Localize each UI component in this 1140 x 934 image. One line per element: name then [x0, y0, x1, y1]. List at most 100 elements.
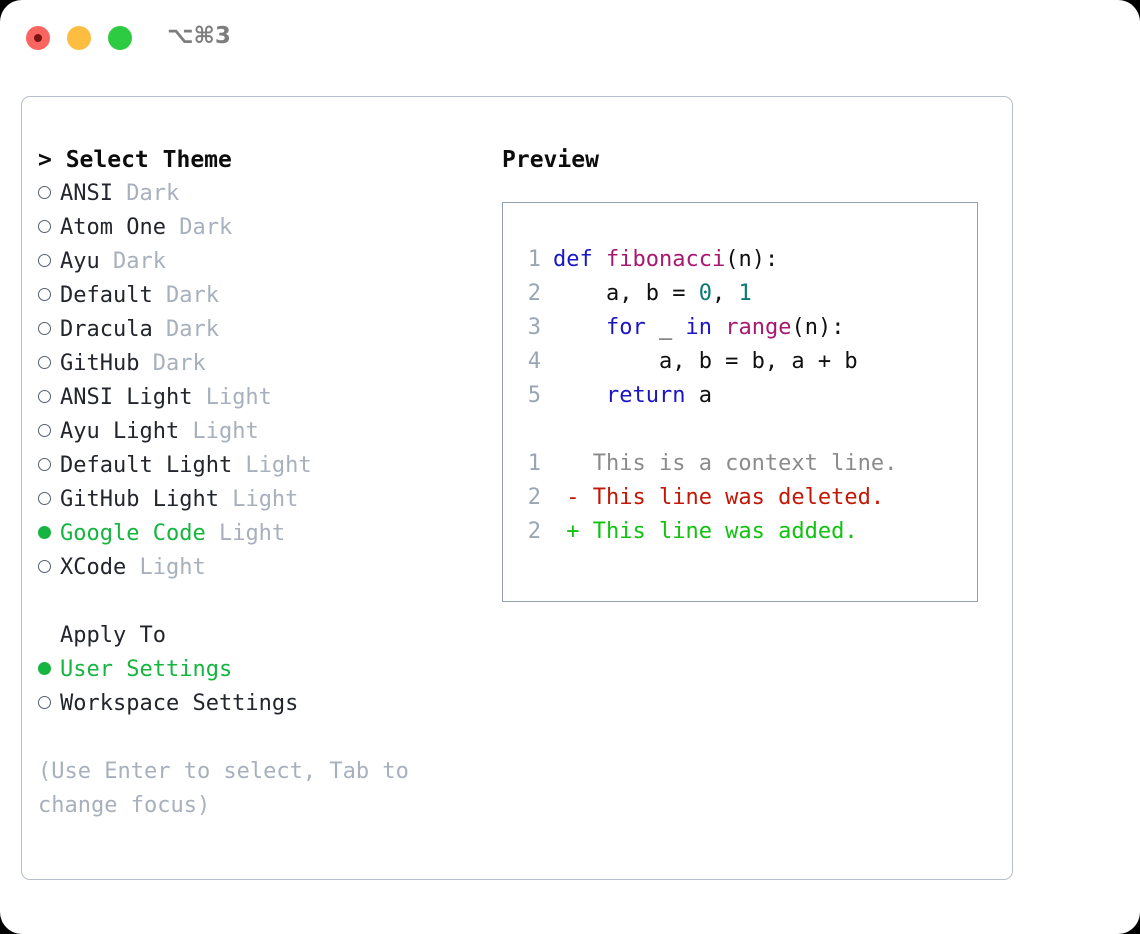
radio-dot: [38, 220, 51, 233]
window-controls: [26, 26, 132, 50]
radio-dot: [38, 186, 51, 199]
theme-variant-tag: Dark: [165, 215, 233, 240]
pane-title: > Select Theme: [38, 147, 232, 173]
radio-unselected-icon: [38, 313, 60, 347]
code-token-num: 1: [738, 281, 752, 306]
radio-unselected-icon: [38, 415, 60, 449]
radio-dot: [38, 458, 51, 471]
theme-option-6[interactable]: ANSI Light Light: [38, 381, 478, 415]
code-token-pl: a, b =: [553, 281, 699, 306]
apply-to-option-0[interactable]: User Settings: [38, 653, 478, 687]
diff-sample: 1 This is a context line.2 - This line w…: [503, 447, 977, 549]
maximize-button[interactable]: [108, 26, 132, 50]
close-button[interactable]: [26, 26, 50, 50]
code-line: 2 a, b = 0, 1: [503, 277, 977, 311]
keyboard-shortcut-label: ⌥⌘3: [167, 23, 231, 49]
code-line: 5 return a: [503, 379, 977, 413]
apply-to-option-label: User Settings: [60, 657, 233, 682]
radio-unselected-icon: [38, 211, 60, 245]
radio-unselected-icon: [38, 687, 60, 721]
diff-text: + This line was added.: [553, 519, 858, 544]
code-line: 1 def fibonacci(n):: [503, 243, 977, 277]
diff-line-add: 2 + This line was added.: [503, 515, 977, 549]
theme-option-1[interactable]: Atom One Dark: [38, 211, 478, 245]
code-text: def fibonacci(n):: [553, 243, 778, 277]
theme-option-label: ANSI: [60, 181, 113, 206]
help-hint-text: (Use Enter to select, Tab to change focu…: [38, 759, 423, 818]
radio-unselected-icon: [38, 347, 60, 381]
theme-option-label: Ayu Light: [60, 419, 180, 444]
code-token-fn: fibonacci: [605, 247, 726, 272]
apply-to-label: Apply To: [60, 623, 166, 648]
code-text: a, b = 0, 1: [553, 277, 752, 311]
code-token-pl: ,: [711, 281, 739, 306]
section-spacer: [38, 585, 478, 619]
radio-dot: [38, 526, 51, 539]
theme-option-9[interactable]: GitHub Light Light: [38, 483, 478, 517]
code-token-num: 0: [698, 281, 712, 306]
theme-variant-tag: Light: [232, 453, 312, 478]
radio-dot: [38, 492, 51, 505]
theme-option-label: Dracula: [60, 317, 153, 342]
theme-variant-tag: Dark: [152, 317, 219, 342]
theme-variant-tag: Light: [126, 555, 206, 580]
preview-title: Preview: [502, 147, 599, 173]
theme-option-4[interactable]: Dracula Dark: [38, 313, 478, 347]
theme-option-label: GitHub Light: [60, 487, 219, 512]
radio-unselected-icon: [38, 177, 60, 211]
code-token-kw: for: [553, 315, 659, 340]
radio-dot: [38, 254, 51, 267]
theme-option-10[interactable]: Google Code Light: [38, 517, 478, 551]
theme-variant-tag: Dark: [139, 351, 206, 376]
theme-option-2[interactable]: Ayu Dark: [38, 245, 478, 279]
theme-option-label: Ayu: [60, 249, 100, 274]
diff-text: - This line was deleted.: [553, 485, 885, 510]
theme-option-0[interactable]: ANSI Dark: [38, 177, 478, 211]
diff-line-ctx: 1 This is a context line.: [503, 447, 977, 481]
diff-line-del: 2 - This line was deleted.: [503, 481, 977, 515]
theme-option-label: Default Light: [60, 453, 233, 478]
line-number: 4: [527, 349, 541, 374]
radio-dot: [38, 356, 51, 369]
code-text: for _ in range(n):: [553, 311, 844, 345]
line-number: 1: [527, 247, 541, 272]
theme-option-3[interactable]: Default Dark: [38, 279, 478, 313]
line-number: 2: [527, 485, 541, 510]
line-number: 2: [527, 519, 541, 544]
theme-option-label: Google Code: [60, 521, 206, 546]
radio-dot: [38, 288, 51, 301]
theme-option-11[interactable]: XCode Light: [38, 551, 478, 585]
theme-variant-tag: Dark: [152, 283, 219, 308]
theme-variant-tag: Light: [205, 521, 286, 546]
apply-to-option-1[interactable]: Workspace Settings: [38, 687, 478, 721]
code-token-pl: (n):: [791, 315, 845, 340]
code-token-pl: a, b = b, a + b: [553, 349, 858, 374]
theme-option-label: ANSI Light: [60, 385, 193, 410]
theme-variant-tag: Light: [192, 385, 272, 410]
radio-unselected-icon: [38, 381, 60, 415]
apply-to-option-label: Workspace Settings: [60, 691, 299, 716]
radio-dot: [38, 322, 51, 335]
code-text: a, b = b, a + b: [553, 345, 858, 379]
title-bar: ⌥⌘3: [0, 0, 1140, 76]
radio-unselected-icon: [38, 483, 60, 517]
radio-dot: [38, 390, 51, 403]
code-token-kw: in: [685, 315, 726, 340]
code-line: 4 a, b = b, a + b: [503, 345, 977, 379]
minimize-button[interactable]: [67, 26, 91, 50]
theme-option-7[interactable]: Ayu Light Light: [38, 415, 478, 449]
theme-option-label: Default: [60, 283, 153, 308]
theme-option-8[interactable]: Default Light Light: [38, 449, 478, 483]
theme-option-5[interactable]: GitHub Dark: [38, 347, 478, 381]
theme-variant-tag: Light: [179, 419, 259, 444]
theme-variant-tag: Dark: [99, 249, 166, 274]
theme-variant-tag: Dark: [112, 181, 180, 206]
code-token-pl: (n):: [725, 247, 779, 272]
theme-option-label: XCode: [60, 555, 127, 580]
